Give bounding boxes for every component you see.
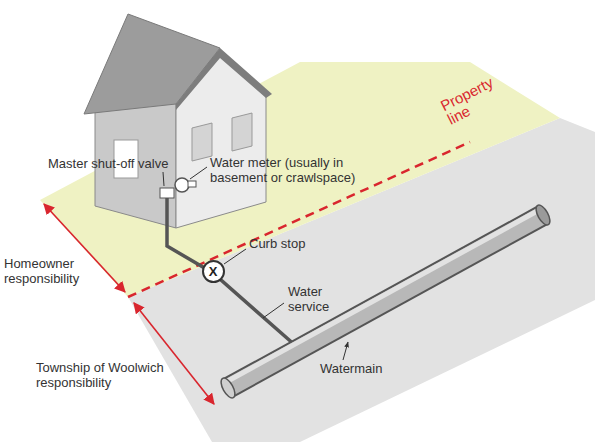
house-window	[192, 123, 212, 161]
curb-stop-label: Curb stop	[249, 236, 329, 251]
water-service-pipe	[167, 196, 296, 346]
watermain-pipe	[218, 203, 552, 400]
responsibility-arrow	[134, 303, 214, 404]
house-window	[232, 113, 252, 151]
curb-stop-valve: X	[202, 260, 225, 283]
water-service-label: Water service	[288, 284, 346, 314]
valve-mark: X	[209, 265, 218, 278]
pipe-body	[228, 215, 543, 388]
house	[84, 14, 272, 228]
pipe-end	[218, 376, 237, 400]
meter-dial	[175, 178, 189, 192]
master-valve	[160, 188, 174, 198]
water-meter-symbol	[160, 178, 196, 198]
leader-arrow	[343, 342, 348, 360]
meter-label: Water meter (usually in basement or craw…	[210, 155, 360, 185]
leader-line	[163, 172, 164, 186]
valve-label: Master shut-off valve	[48, 156, 198, 171]
roof-edge	[176, 48, 272, 110]
responsibility-label: Township of Woolwich responsibility	[36, 360, 196, 390]
pipe-highlight	[226, 209, 541, 382]
leader-line	[263, 303, 284, 318]
leader-line	[224, 249, 246, 264]
pipe-end	[533, 203, 552, 227]
leader-line	[190, 167, 207, 179]
house-roof	[84, 14, 220, 114]
watermain-label: Watermain	[320, 361, 410, 376]
pipe-outline	[228, 215, 543, 388]
meter-outlet	[188, 181, 196, 187]
responsibility-label: Homeowner responsibility	[4, 256, 109, 286]
